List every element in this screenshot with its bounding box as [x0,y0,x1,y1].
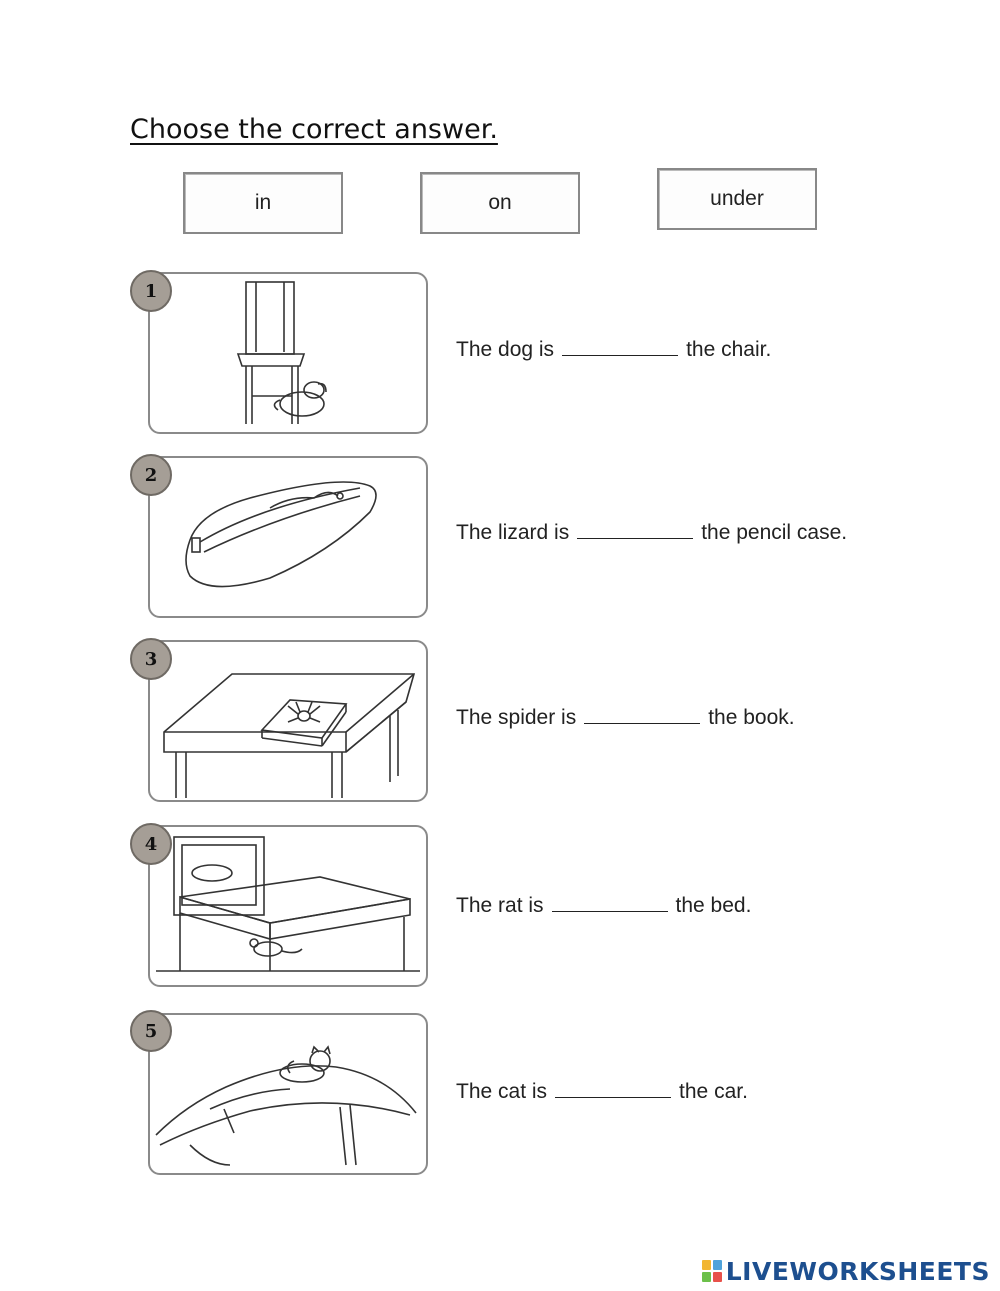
liveworksheets-logo: LIVEWORKSHEETS [701,1255,990,1287]
sentence-start: The spider is [456,706,577,729]
sentence-start: The lizard is [456,521,570,544]
sentence-end: the car. [679,1080,748,1103]
lizard-in-pencil-case-illustration [185,481,377,588]
sentence-3: The spider is the book. [456,706,795,730]
item-number-badge-3: 3 [130,638,172,680]
brand-name: LIVEWORKSHEETS [725,1256,990,1286]
dog-under-chair-illustration [236,281,327,424]
answer-blank-3[interactable] [584,722,701,724]
answer-blank-4[interactable] [551,910,668,912]
sentence-end: the bed. [675,894,752,917]
word-bank-in: in [183,172,343,234]
sentence-4: The rat is the bed. [456,894,751,918]
picture-card-4 [148,825,428,987]
picture-card-3 [148,640,428,802]
spider-on-book-illustration [163,673,416,798]
item-number-badge-1: 1 [130,270,172,312]
word-bank-label: on [488,191,512,214]
page-title: Choose the correct answer. [130,114,498,145]
cat-on-car-illustration [155,1045,417,1166]
liveworksheets-icon [701,1260,722,1282]
sentence-2: The lizard is the pencil case. [456,521,847,545]
word-bank-label: in [254,191,272,214]
word-bank-under: under [657,168,817,230]
picture-card-5 [148,1013,428,1175]
answer-blank-1[interactable] [562,354,679,356]
sentence-start: The cat is [456,1080,548,1103]
rat-under-bed-illustration [156,836,420,972]
sentence-end: the book. [708,706,795,729]
sentence-start: The rat is [456,894,544,917]
word-bank-on: on [420,172,580,234]
sentence-5: The cat is the car. [456,1080,748,1104]
word-bank-label: under [710,187,764,210]
item-number-badge-5: 5 [130,1010,172,1052]
sentence-end: the pencil case. [701,521,848,544]
sentence-start: The dog is [456,338,555,361]
picture-card-1 [148,272,428,434]
sentence-1: The dog is the chair. [456,338,771,362]
picture-card-2 [148,456,428,618]
answer-blank-2[interactable] [577,537,694,539]
item-number-badge-4: 4 [130,823,172,865]
answer-blank-5[interactable] [555,1096,672,1098]
item-number-badge-2: 2 [130,454,172,496]
sentence-end: the chair. [686,338,772,361]
